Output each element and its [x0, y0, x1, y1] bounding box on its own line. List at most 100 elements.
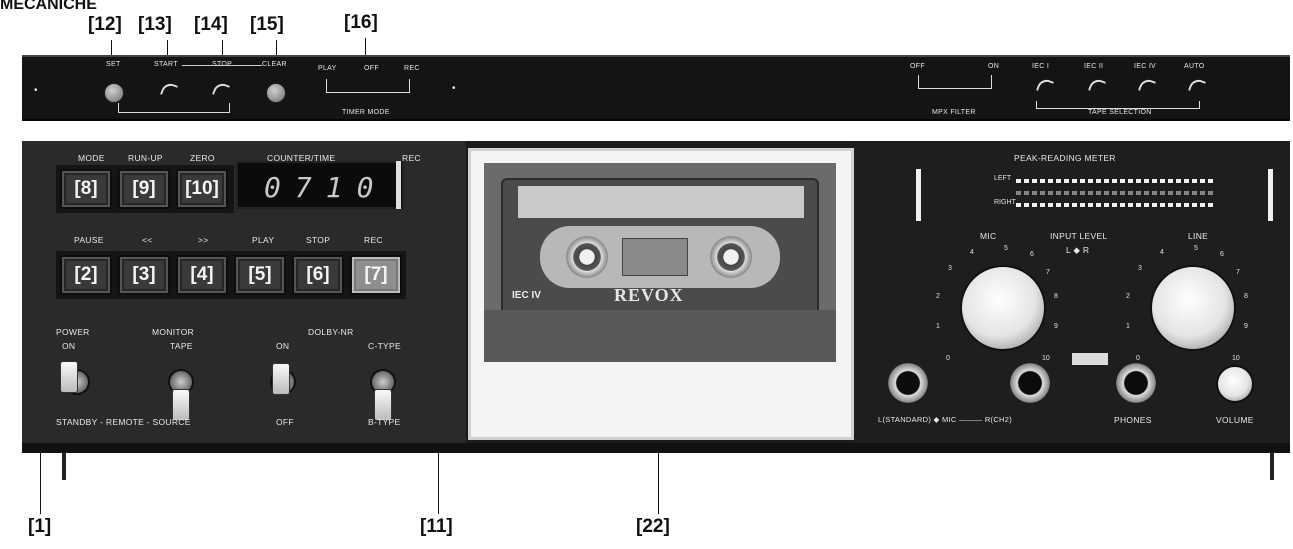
set-label: SET	[106, 61, 121, 68]
fast-forward-key[interactable]: [4]	[176, 255, 228, 295]
mode-key[interactable]: [8]	[60, 169, 112, 209]
mic-scale-8: 8	[1054, 293, 1058, 300]
callout-15: [15]	[250, 14, 284, 35]
line-scale-7: 7	[1236, 269, 1240, 276]
line-scale-8: 8	[1244, 293, 1248, 300]
tape-selection-label: TAPE SELECTION	[1088, 109, 1152, 116]
callout-22: [22]	[636, 516, 670, 537]
mpx-on-label: ON	[988, 63, 1000, 70]
callout-16: [16]	[344, 12, 378, 33]
line-scale-5: 5	[1194, 245, 1198, 252]
lr-label: L ◆ R	[1066, 245, 1090, 255]
mic-label: MIC	[980, 231, 997, 241]
mpx-off-label: OFF	[910, 63, 925, 70]
start-switch[interactable]	[160, 81, 178, 99]
auto-switch[interactable]	[1188, 77, 1206, 95]
pause-label: PAUSE	[74, 235, 104, 245]
meter-scale-row	[1016, 191, 1216, 195]
dot-marker-2: •	[452, 83, 456, 94]
left-reel	[566, 236, 608, 278]
meter-right-label: RIGHT	[994, 199, 1016, 206]
iec4-switch[interactable]	[1138, 77, 1156, 95]
phones-label: PHONES	[1114, 415, 1152, 425]
timer-mode-label: TIMER MODE	[342, 109, 390, 116]
play-key[interactable]: [5]	[234, 255, 286, 295]
callout-12: [12]	[88, 14, 122, 35]
iec1-label: IEC I	[1032, 63, 1050, 70]
peak-meter-label: PEAK-READING METER	[1014, 153, 1116, 163]
transport-panel: MODE RUN-UP ZERO COUNTER/TIME REC [8] [9…	[22, 141, 466, 443]
input-level-label: INPUT LEVEL	[1050, 231, 1108, 241]
right-foot	[1270, 452, 1274, 480]
callout-14: [14]	[194, 14, 228, 35]
mic-scale-0: 0	[946, 355, 950, 362]
meter-bracket-right	[1268, 169, 1273, 221]
left-foot	[62, 452, 66, 480]
timer-play-label: PLAY	[318, 65, 337, 72]
mic-scale-7: 7	[1046, 269, 1050, 276]
line-label: LINE	[1188, 231, 1209, 241]
tape-selection-bracket	[1036, 101, 1200, 109]
counter-display: 0710	[236, 161, 404, 209]
clear-button[interactable]	[266, 83, 286, 103]
set-button[interactable]	[104, 83, 124, 103]
callout-13: [13]	[138, 14, 172, 35]
mic-scale-9: 9	[1054, 323, 1058, 330]
dolby-off-label: OFF	[276, 417, 294, 427]
pause-key[interactable]: [2]	[60, 255, 112, 295]
counter-label: COUNTER/TIME	[267, 153, 336, 163]
timer-separator	[182, 65, 262, 66]
mpx-filter-label: MPX FILTER	[932, 109, 976, 116]
runup-key[interactable]: [9]	[118, 169, 170, 209]
mic-input-level-knob[interactable]	[960, 265, 1046, 351]
mic-left-jack[interactable]	[888, 363, 928, 403]
cassette-door-lower	[484, 310, 836, 362]
monitor-lever	[172, 389, 190, 421]
iec2-switch[interactable]	[1088, 77, 1106, 95]
mpx-filter-switch[interactable]	[918, 75, 992, 89]
timer-bracket	[118, 103, 230, 113]
mic-right-jack[interactable]	[1010, 363, 1050, 403]
runup-label: RUN-UP	[128, 153, 163, 163]
mic-scale-4: 4	[970, 249, 974, 256]
auto-label: AUTO	[1184, 63, 1205, 70]
timer-mode-switch[interactable]	[326, 79, 410, 93]
volume-knob[interactable]	[1216, 365, 1254, 403]
iec1-switch[interactable]	[1036, 77, 1054, 95]
dot-marker: •	[34, 85, 38, 96]
line-input-level-knob[interactable]	[1150, 265, 1236, 351]
page-heading: MECANICHE	[0, 0, 97, 13]
mic-scale-10: 10	[1042, 355, 1050, 362]
timer-control-strip: SET START STOP CLEAR PLAY OFF REC TIMER …	[22, 55, 1290, 121]
mode-label: MODE	[78, 153, 105, 163]
mic-scale-6: 6	[1030, 251, 1034, 258]
line-scale-0: 0	[1136, 355, 1140, 362]
zero-key[interactable]: [10]	[176, 169, 228, 209]
dolby-on-label: ON	[276, 341, 290, 351]
stop-key[interactable]: [6]	[292, 255, 344, 295]
callout-1: [1]	[28, 516, 52, 537]
leader-16	[365, 38, 366, 70]
stop-switch[interactable]	[212, 81, 230, 99]
monitor-label: MONITOR	[152, 327, 195, 337]
line-scale-4: 4	[1160, 249, 1164, 256]
mic-scale-1: 1	[936, 323, 940, 330]
line-scale-1: 1	[1126, 323, 1130, 330]
dolby-logo	[1072, 353, 1108, 365]
dolby-label: DOLBY-NR	[308, 327, 354, 337]
rec-led	[396, 161, 401, 209]
line-scale-2: 2	[1126, 293, 1130, 300]
meter-right-segments	[1016, 203, 1216, 207]
power-on-label: ON	[62, 341, 76, 351]
mic-jacks-label: L(STANDARD) ◆ MIC ——— R(CH2)	[878, 415, 1013, 424]
cassette-brand: REVOX	[614, 285, 684, 305]
stop-label: STOP	[212, 61, 232, 68]
line-scale-6: 6	[1220, 251, 1224, 258]
record-key[interactable]: [7]	[350, 255, 402, 295]
dolby-ctype-label: C-TYPE	[368, 341, 401, 351]
phones-jack[interactable]	[1116, 363, 1156, 403]
level-panel: PEAK-READING METER LEFT RIGHT MIC INPUT …	[854, 141, 1290, 443]
stop-label: STOP	[306, 235, 331, 245]
rewind-key[interactable]: [3]	[118, 255, 170, 295]
start-label: START	[154, 61, 178, 68]
